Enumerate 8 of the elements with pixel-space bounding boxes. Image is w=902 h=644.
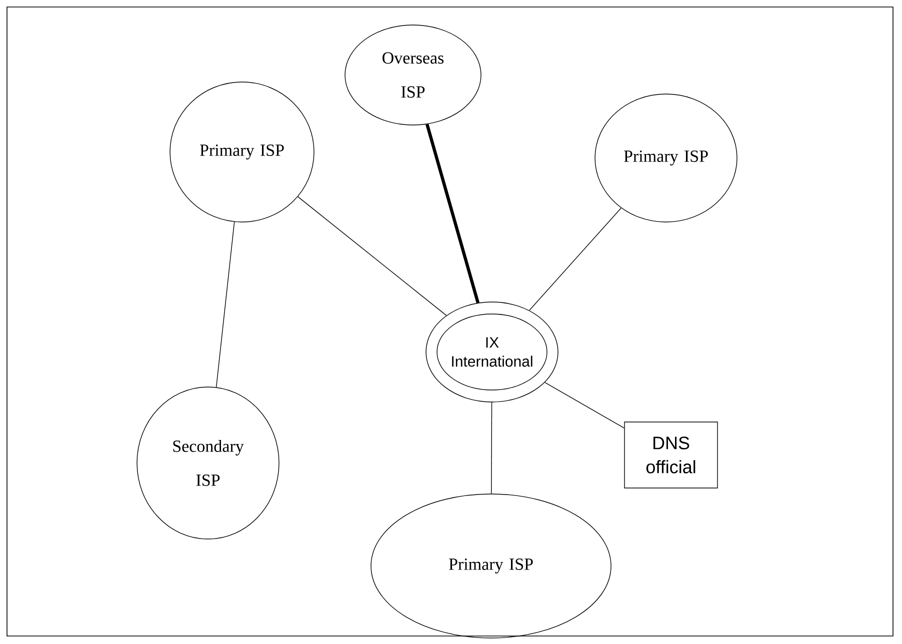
connector-line [426, 124, 480, 304]
connector-line [491, 402, 492, 494]
connector-line [298, 196, 447, 316]
connector-line [216, 222, 235, 388]
dns-box: DNS official [624, 422, 718, 488]
connector-line [544, 382, 624, 428]
connector-line [528, 208, 622, 311]
exchange-ring: IX International [426, 302, 558, 402]
